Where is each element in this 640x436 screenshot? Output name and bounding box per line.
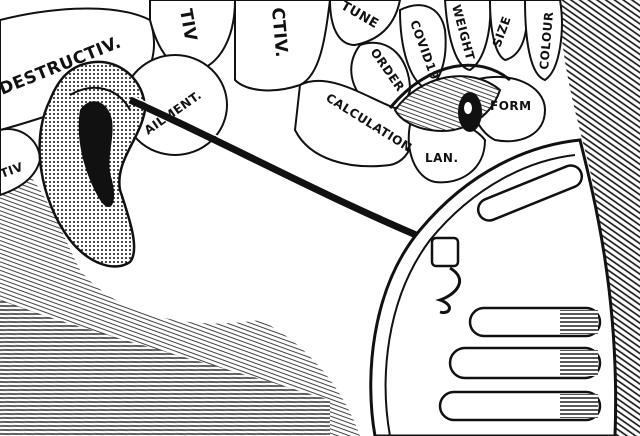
- label-form: FORM: [490, 99, 532, 113]
- respirator-mask: [369, 138, 618, 436]
- right-background-hatching: [560, 0, 640, 436]
- ear: [38, 60, 147, 268]
- label-language: LAN.: [425, 151, 459, 165]
- skull-regions: [0, 0, 563, 197]
- eye: [388, 63, 511, 132]
- label-ctiv: CTIV.: [267, 7, 291, 59]
- mask-ear-strap: [128, 95, 443, 249]
- label-colour: COLOUR: [537, 11, 556, 70]
- cheek-hatching: [0, 150, 360, 436]
